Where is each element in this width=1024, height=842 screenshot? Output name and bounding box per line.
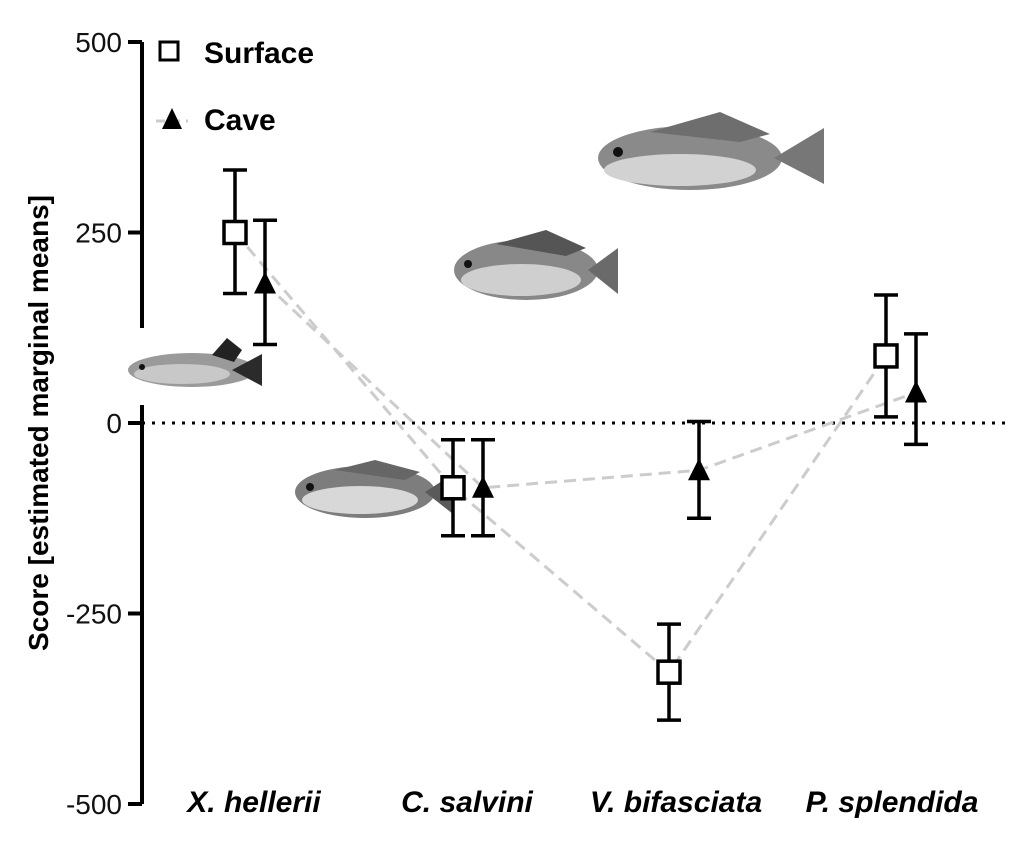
legend-surface-marker xyxy=(158,40,180,62)
category-label: C. salvini xyxy=(401,786,533,819)
cave-point xyxy=(905,380,927,403)
connector-cave xyxy=(263,282,917,490)
category-labels: X. hellerii C. salvini V. bifasciata P. spl… xyxy=(185,786,978,819)
y-tick-label: -500 xyxy=(66,789,122,820)
cave-point xyxy=(472,475,494,498)
connector-surface xyxy=(233,231,888,675)
fish-c-salvini xyxy=(295,460,453,518)
fish-v-bifasciata xyxy=(454,230,618,300)
y-tick-label: 0 xyxy=(106,408,122,439)
fish-p-splendida xyxy=(598,112,824,190)
fish-x-hellerii xyxy=(128,338,262,387)
y-ticks: 500 250 0 -250 -500 xyxy=(66,27,142,820)
error-bars xyxy=(223,168,928,722)
legend: Surface Cave xyxy=(156,37,314,137)
legend-surface-label: Surface xyxy=(204,37,314,70)
category-label: X. hellerii xyxy=(185,786,321,819)
category-label: P. splendida xyxy=(806,786,979,819)
cave-point xyxy=(254,271,276,294)
y-tick-label: 250 xyxy=(75,218,122,249)
connector-lines xyxy=(233,231,917,675)
y-tick-label: 500 xyxy=(75,27,122,58)
legend-cave-label: Cave xyxy=(204,104,276,137)
cave-point xyxy=(688,458,710,481)
surface-point xyxy=(222,219,248,246)
y-axis-label: Score [estimated marginal means] xyxy=(23,195,54,651)
legend-cave-marker xyxy=(162,108,182,129)
data-markers xyxy=(222,219,927,685)
surface-point xyxy=(440,475,466,501)
surface-point xyxy=(873,343,899,369)
y-tick-label: -250 xyxy=(66,599,122,630)
category-label: V. bifasciata xyxy=(590,786,762,819)
surface-point xyxy=(656,659,682,685)
